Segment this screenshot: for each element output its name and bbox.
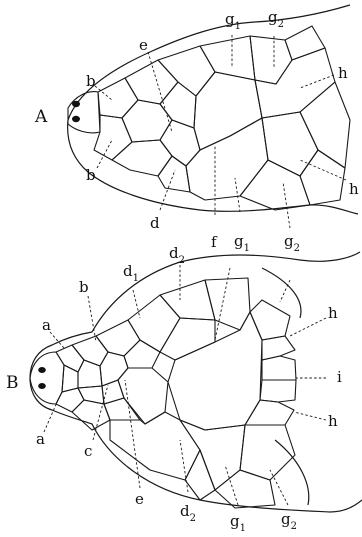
- nostril-icon: [38, 367, 46, 373]
- label-f: f: [211, 233, 218, 251]
- label-i: i: [337, 368, 342, 386]
- label-g1: g1: [225, 10, 241, 32]
- figure-a-title: A: [34, 107, 48, 127]
- figure-b-snout: [30, 352, 64, 404]
- label-d2: d2: [180, 502, 196, 524]
- figure-b-title: B: [6, 373, 19, 393]
- label-g2: g2: [284, 232, 300, 254]
- label-g1: g1: [230, 512, 246, 534]
- label-a: a: [42, 316, 51, 334]
- label-b: b: [86, 166, 96, 184]
- label-h: h: [338, 64, 348, 82]
- nostril-icon: [38, 383, 46, 389]
- label-h: h: [349, 180, 359, 198]
- label-h: h: [328, 304, 338, 322]
- label-e: e: [139, 36, 148, 54]
- label-a: a: [36, 430, 45, 448]
- figure-a-snout: [68, 92, 100, 133]
- label-c: c: [84, 442, 92, 460]
- figure-a-outline: [68, 5, 358, 214]
- label-d1: d1: [123, 262, 139, 284]
- figure-a-plates: [94, 26, 350, 210]
- label-g2: g2: [268, 8, 284, 30]
- figure-b-plates: [56, 278, 296, 508]
- label-g2: g2: [281, 510, 297, 532]
- label-h: h: [328, 412, 338, 430]
- nostril-icon: [72, 116, 80, 122]
- label-b: b: [79, 278, 89, 296]
- figure-b: B a a b c d1 d2 e d2 g1 g2 h i h: [6, 244, 362, 534]
- nostril-icon: [72, 101, 80, 107]
- label-g1: g1: [234, 232, 250, 254]
- label-d: d: [150, 214, 160, 232]
- label-e: e: [135, 490, 144, 508]
- figure-b-leaders: [44, 265, 326, 505]
- figure-a: A b b e d f g1 g2 h h g1 g2: [34, 5, 359, 254]
- label-b: b: [86, 72, 96, 90]
